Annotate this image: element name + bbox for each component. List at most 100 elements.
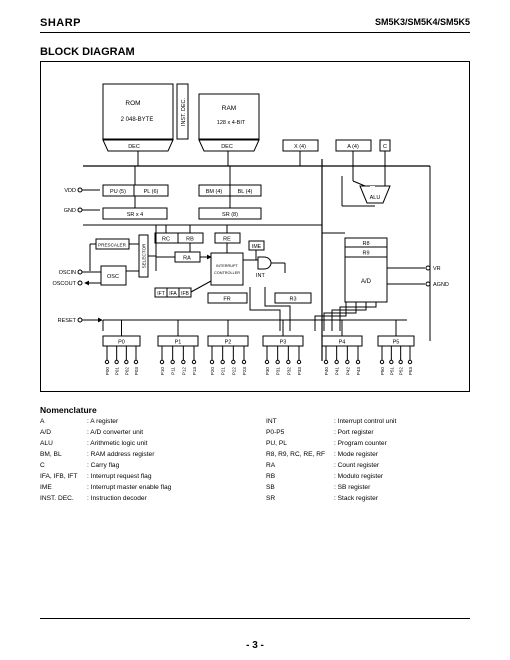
nomenclature-row: RA: Count register: [266, 462, 379, 470]
pin-p10: [159, 359, 165, 365]
vdd-label: VDD: [64, 188, 76, 194]
reset-pin: [77, 317, 83, 323]
selector-label: SELECTOR: [142, 243, 147, 268]
gnd-label: GND: [64, 208, 76, 214]
pin-p51: [389, 359, 394, 365]
ifb-label: IFB: [181, 291, 189, 297]
fr-label: FR: [223, 297, 230, 303]
agnd-pin: [425, 281, 431, 287]
nomenclature-row: INT : Interrupt control unit: [266, 418, 396, 426]
pin-label: P43: [356, 367, 361, 376]
vr-pin: [425, 265, 431, 271]
nomenclature-term: SR: [266, 495, 276, 502]
nomenclature-term: IME: [40, 484, 52, 491]
pin-p22: [231, 359, 236, 365]
re-label: RE: [223, 237, 231, 243]
pin-label: P12: [181, 367, 186, 376]
gnd-pin: [77, 207, 83, 213]
header-rule: [40, 32, 470, 33]
oscout-pin: [77, 280, 83, 286]
pin-p53: [407, 359, 413, 365]
nomenclature-term: PU, PL: [266, 440, 287, 447]
ram-dec-label: DEC: [221, 144, 233, 150]
pin-p31: [275, 359, 280, 365]
port-label: P1: [175, 340, 182, 346]
pin-label: P51: [389, 367, 394, 376]
nomenclature-term: BM, BL: [40, 451, 62, 458]
nomenclature-term: A/D: [40, 429, 51, 436]
pin-p02: [124, 359, 129, 365]
x-register-label: X (4): [294, 144, 306, 150]
r9-label: R9: [362, 251, 369, 257]
page-number: - 3 -: [246, 640, 264, 651]
ram-size: 128 x 4-BIT: [217, 120, 246, 126]
brand-logo: SHARP: [40, 17, 82, 29]
osc-label: OSC: [107, 274, 119, 280]
vr-label: VR: [433, 266, 441, 272]
nomenclature-row: P0-P5: Port register: [266, 429, 374, 437]
nomenclature-desc: : Count register: [334, 462, 380, 469]
pin-label: P50: [380, 367, 385, 376]
alu-label: ALU: [370, 195, 381, 201]
r3-register: [274, 292, 312, 304]
nomenclature-term: SB: [266, 484, 275, 491]
oscin-pin: [77, 269, 83, 275]
pl-label: PL (6): [144, 189, 159, 195]
bl-label: BL (4): [238, 189, 253, 195]
nomenclature-term: R8, R9, RC, RE, RF: [266, 451, 325, 458]
nomenclature-term: INT: [266, 418, 277, 425]
pu-label: PU (5): [110, 189, 126, 195]
int-ctrl-label-1: INTERRUPT: [216, 264, 238, 268]
nomenclature-row: RB : Modulo register: [266, 473, 383, 481]
ad-label: A/D: [361, 279, 372, 285]
nomenclature-term: IFA, IFB, IFT: [40, 473, 78, 480]
nomenclature-desc: : A/D converter unit: [87, 429, 144, 436]
pin-label: P03: [134, 367, 139, 376]
nomenclature-desc: : Arithmetic logic unit: [87, 440, 148, 447]
nomenclature-desc: : Interrupt control unit: [334, 418, 397, 425]
rom-dec-label: DEC: [128, 144, 140, 150]
port-label: P3: [280, 340, 287, 346]
pin-label: P22: [231, 367, 236, 376]
int-ctrl-label-2: CONTROLLER: [214, 271, 240, 275]
nomenclature-desc: : Mode register: [334, 451, 378, 458]
ram-title: RAM: [222, 105, 236, 112]
nomenclature-row: INST. DEC.: Instruction decoder: [40, 495, 147, 503]
carry-flag-label: C: [383, 144, 387, 150]
nomenclature-row: IME : Interrupt master enable flag: [40, 484, 171, 492]
pin-label: P30: [265, 367, 270, 376]
nomenclature-term: C: [40, 462, 45, 469]
int-label: INT: [256, 273, 266, 279]
pl-register: [133, 184, 169, 197]
pin-p12: [181, 359, 186, 365]
pin-p52: [398, 359, 403, 365]
pin-label: P33: [297, 367, 302, 376]
nomenclature-desc: : Port register: [334, 429, 374, 436]
pin-label: P23: [242, 367, 247, 376]
pin-p01: [114, 359, 119, 365]
ifa-label: IFA: [169, 291, 177, 297]
nomenclature-term: INST. DEC.: [40, 495, 74, 502]
nomenclature-row: R8, R9, RC, RE, RF : Mode register: [266, 451, 378, 459]
nomenclature-row: C : Carry flag: [40, 462, 119, 470]
r8-label: R8: [362, 241, 369, 247]
model-number: SM5K3/SM5K4/SM5K5: [374, 17, 470, 27]
nomenclature-desc: : Modulo register: [334, 473, 384, 480]
nomenclature-desc: : SB register: [334, 484, 371, 491]
nomenclature-desc: : Carry flag: [87, 462, 120, 469]
nomenclature-row: A: A register: [40, 418, 118, 426]
port-label: P4: [339, 340, 346, 346]
section-title: BLOCK DIAGRAM: [40, 46, 135, 58]
pin-label: P21: [221, 367, 226, 376]
pin-label: P42: [345, 367, 350, 376]
nomenclature-desc: : Interrupt master enable flag: [87, 484, 172, 491]
port-label: P0: [118, 340, 125, 346]
nomenclature-term: RB: [266, 473, 276, 480]
rom-size: 2 048-BYTE: [121, 117, 154, 123]
